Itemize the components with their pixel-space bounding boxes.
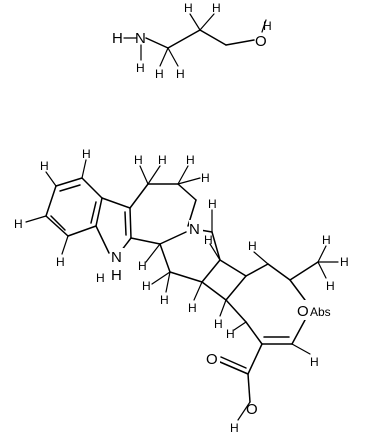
atom-h: H: [326, 279, 335, 293]
atom-o-carbonyl: O: [206, 351, 218, 368]
bond-c2-h2: [199, 13, 215, 31]
atom-h: H: [56, 255, 65, 269]
hydrogen-bonds: [25, 159, 339, 421]
atom-h-acid: H: [230, 421, 239, 435]
atom-n-amine: N: [135, 30, 146, 47]
atom-h: H: [214, 317, 223, 331]
atom-o-acid: O: [246, 401, 258, 418]
atom-h: H: [82, 147, 91, 161]
bond-o-h: [261, 19, 267, 33]
atom-h-nh2: H: [112, 30, 123, 47]
atom-h: H: [186, 153, 195, 167]
atom-h-indole: H: [111, 267, 122, 284]
pyrrole-ring: [95, 197, 132, 256]
atom-h: H: [14, 217, 23, 231]
benzene-ring: [45, 177, 103, 237]
atom-h: H: [138, 259, 147, 273]
atom-h: H: [340, 255, 349, 269]
atom-h: H: [248, 239, 257, 253]
atom-h: H: [142, 279, 151, 293]
bond-c1-c2: [167, 29, 201, 49]
bond-c1-h2: [167, 47, 179, 67]
atom-h: H: [322, 233, 331, 247]
atom-h-c1-a: H: [155, 67, 164, 81]
atom-h-c2-b: H: [212, 1, 221, 15]
dihydropyran-ring: [225, 261, 319, 345]
piperidine-rings: [129, 183, 247, 301]
bond-c3-o: [225, 39, 255, 46]
atom-h: H: [208, 197, 217, 211]
atom-o-hydroxyl: O: [255, 33, 267, 50]
abs-stereo-label: Abs: [310, 305, 331, 319]
ethanolamine-molecule: H N H H H H H O H: [112, 1, 272, 81]
atom-h-c2-a: H: [184, 1, 193, 15]
bond-c1-h1: [159, 47, 169, 67]
atom-n-indole: N: [111, 249, 122, 266]
atom-h: H: [96, 271, 105, 285]
bond-c2-c3: [199, 29, 227, 46]
atom-h-c1-b: H: [176, 67, 185, 81]
atom-h: H: [226, 327, 235, 341]
alkaloid-molecule: N N H O Abs O O H H H H H H H H H H H H …: [14, 147, 349, 435]
atom-h: H: [310, 355, 319, 369]
atom-h-hydroxyl: H: [263, 19, 272, 33]
atom-h: H: [204, 233, 213, 247]
atom-h: H: [134, 153, 143, 167]
atom-h: H: [160, 293, 169, 307]
atom-n-amine: N: [189, 221, 200, 238]
atom-h-nh2-lower: H: [136, 61, 145, 75]
atom-h: H: [201, 171, 210, 185]
atom-o-ring: O: [297, 303, 309, 320]
atom-h: H: [188, 301, 197, 315]
atom-h: H: [40, 159, 49, 173]
bond-c2-h1: [189, 13, 201, 31]
bond-n-c1: [145, 37, 169, 49]
carboxylic-acid-group: [219, 343, 263, 403]
atom-h: H: [158, 153, 167, 167]
